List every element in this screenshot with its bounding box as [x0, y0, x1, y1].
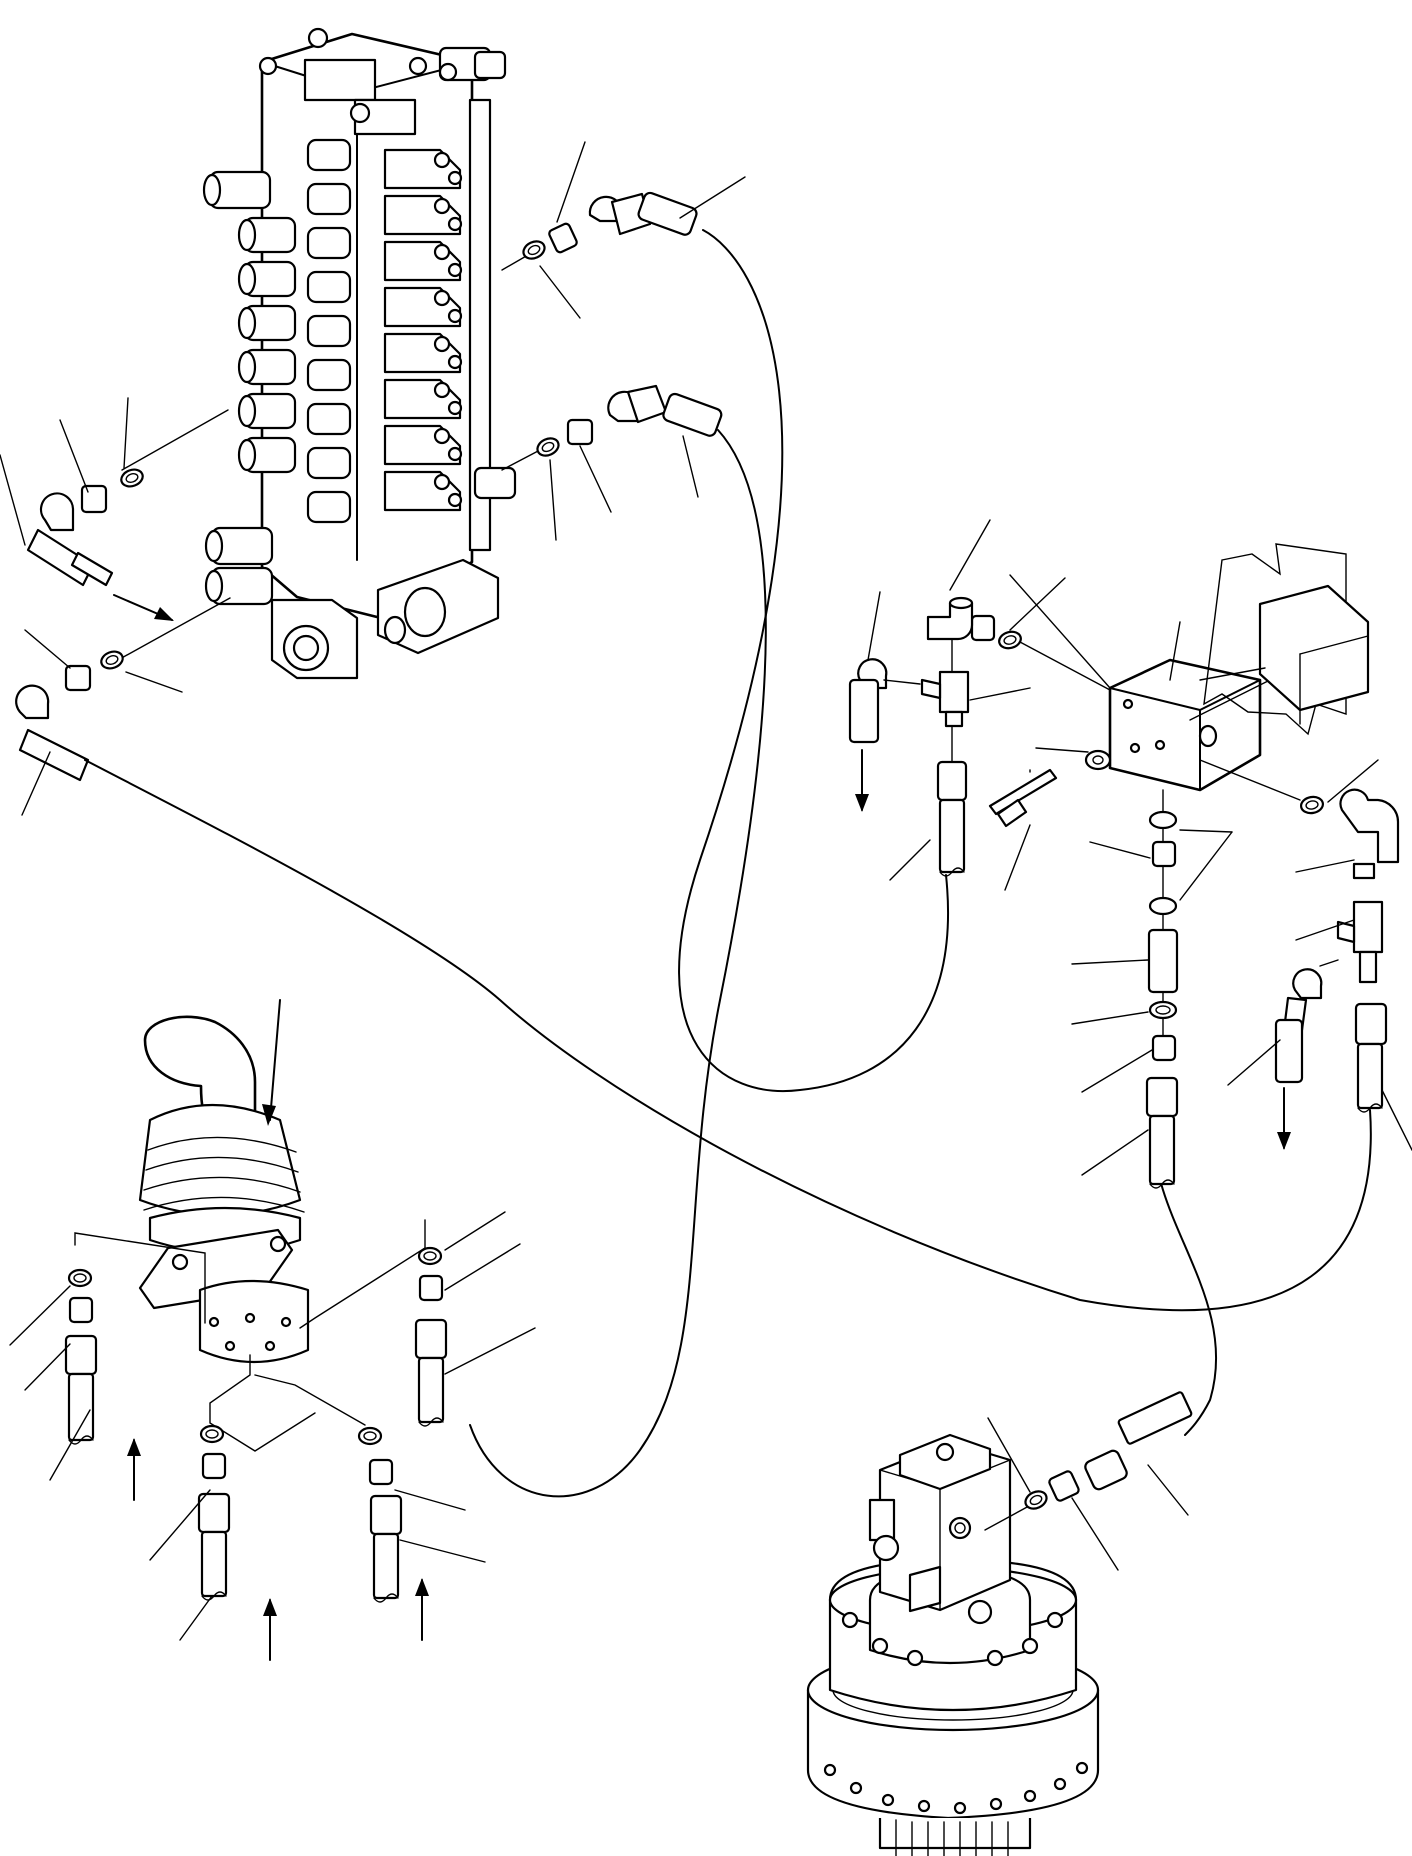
block-fittings-lower [1071, 789, 1233, 1189]
valve-left-port-fittings [0, 397, 229, 621]
control-valve-icon [202, 27, 517, 680]
hose-lines [84, 229, 1372, 1498]
block-fittings-right [1199, 759, 1412, 1151]
junction-block-icon [1108, 621, 1271, 792]
block-bolt-washer [988, 747, 1112, 891]
swing-motor-icon [806, 1433, 1100, 1856]
mounting-plate-icon [1199, 543, 1370, 736]
valve-upper-port-fittings [501, 141, 746, 319]
valve-lower-left-port-fittings [15, 597, 231, 816]
valve-hose-ends [1009, 574, 1111, 689]
valve-middle-port-fittings [501, 384, 723, 541]
swing-motor-port-fittings [984, 1391, 1193, 1571]
block-fittings-upper [848, 519, 1111, 881]
joystick-icon [138, 999, 310, 1364]
joystick-port-fittings [9, 1211, 536, 1661]
